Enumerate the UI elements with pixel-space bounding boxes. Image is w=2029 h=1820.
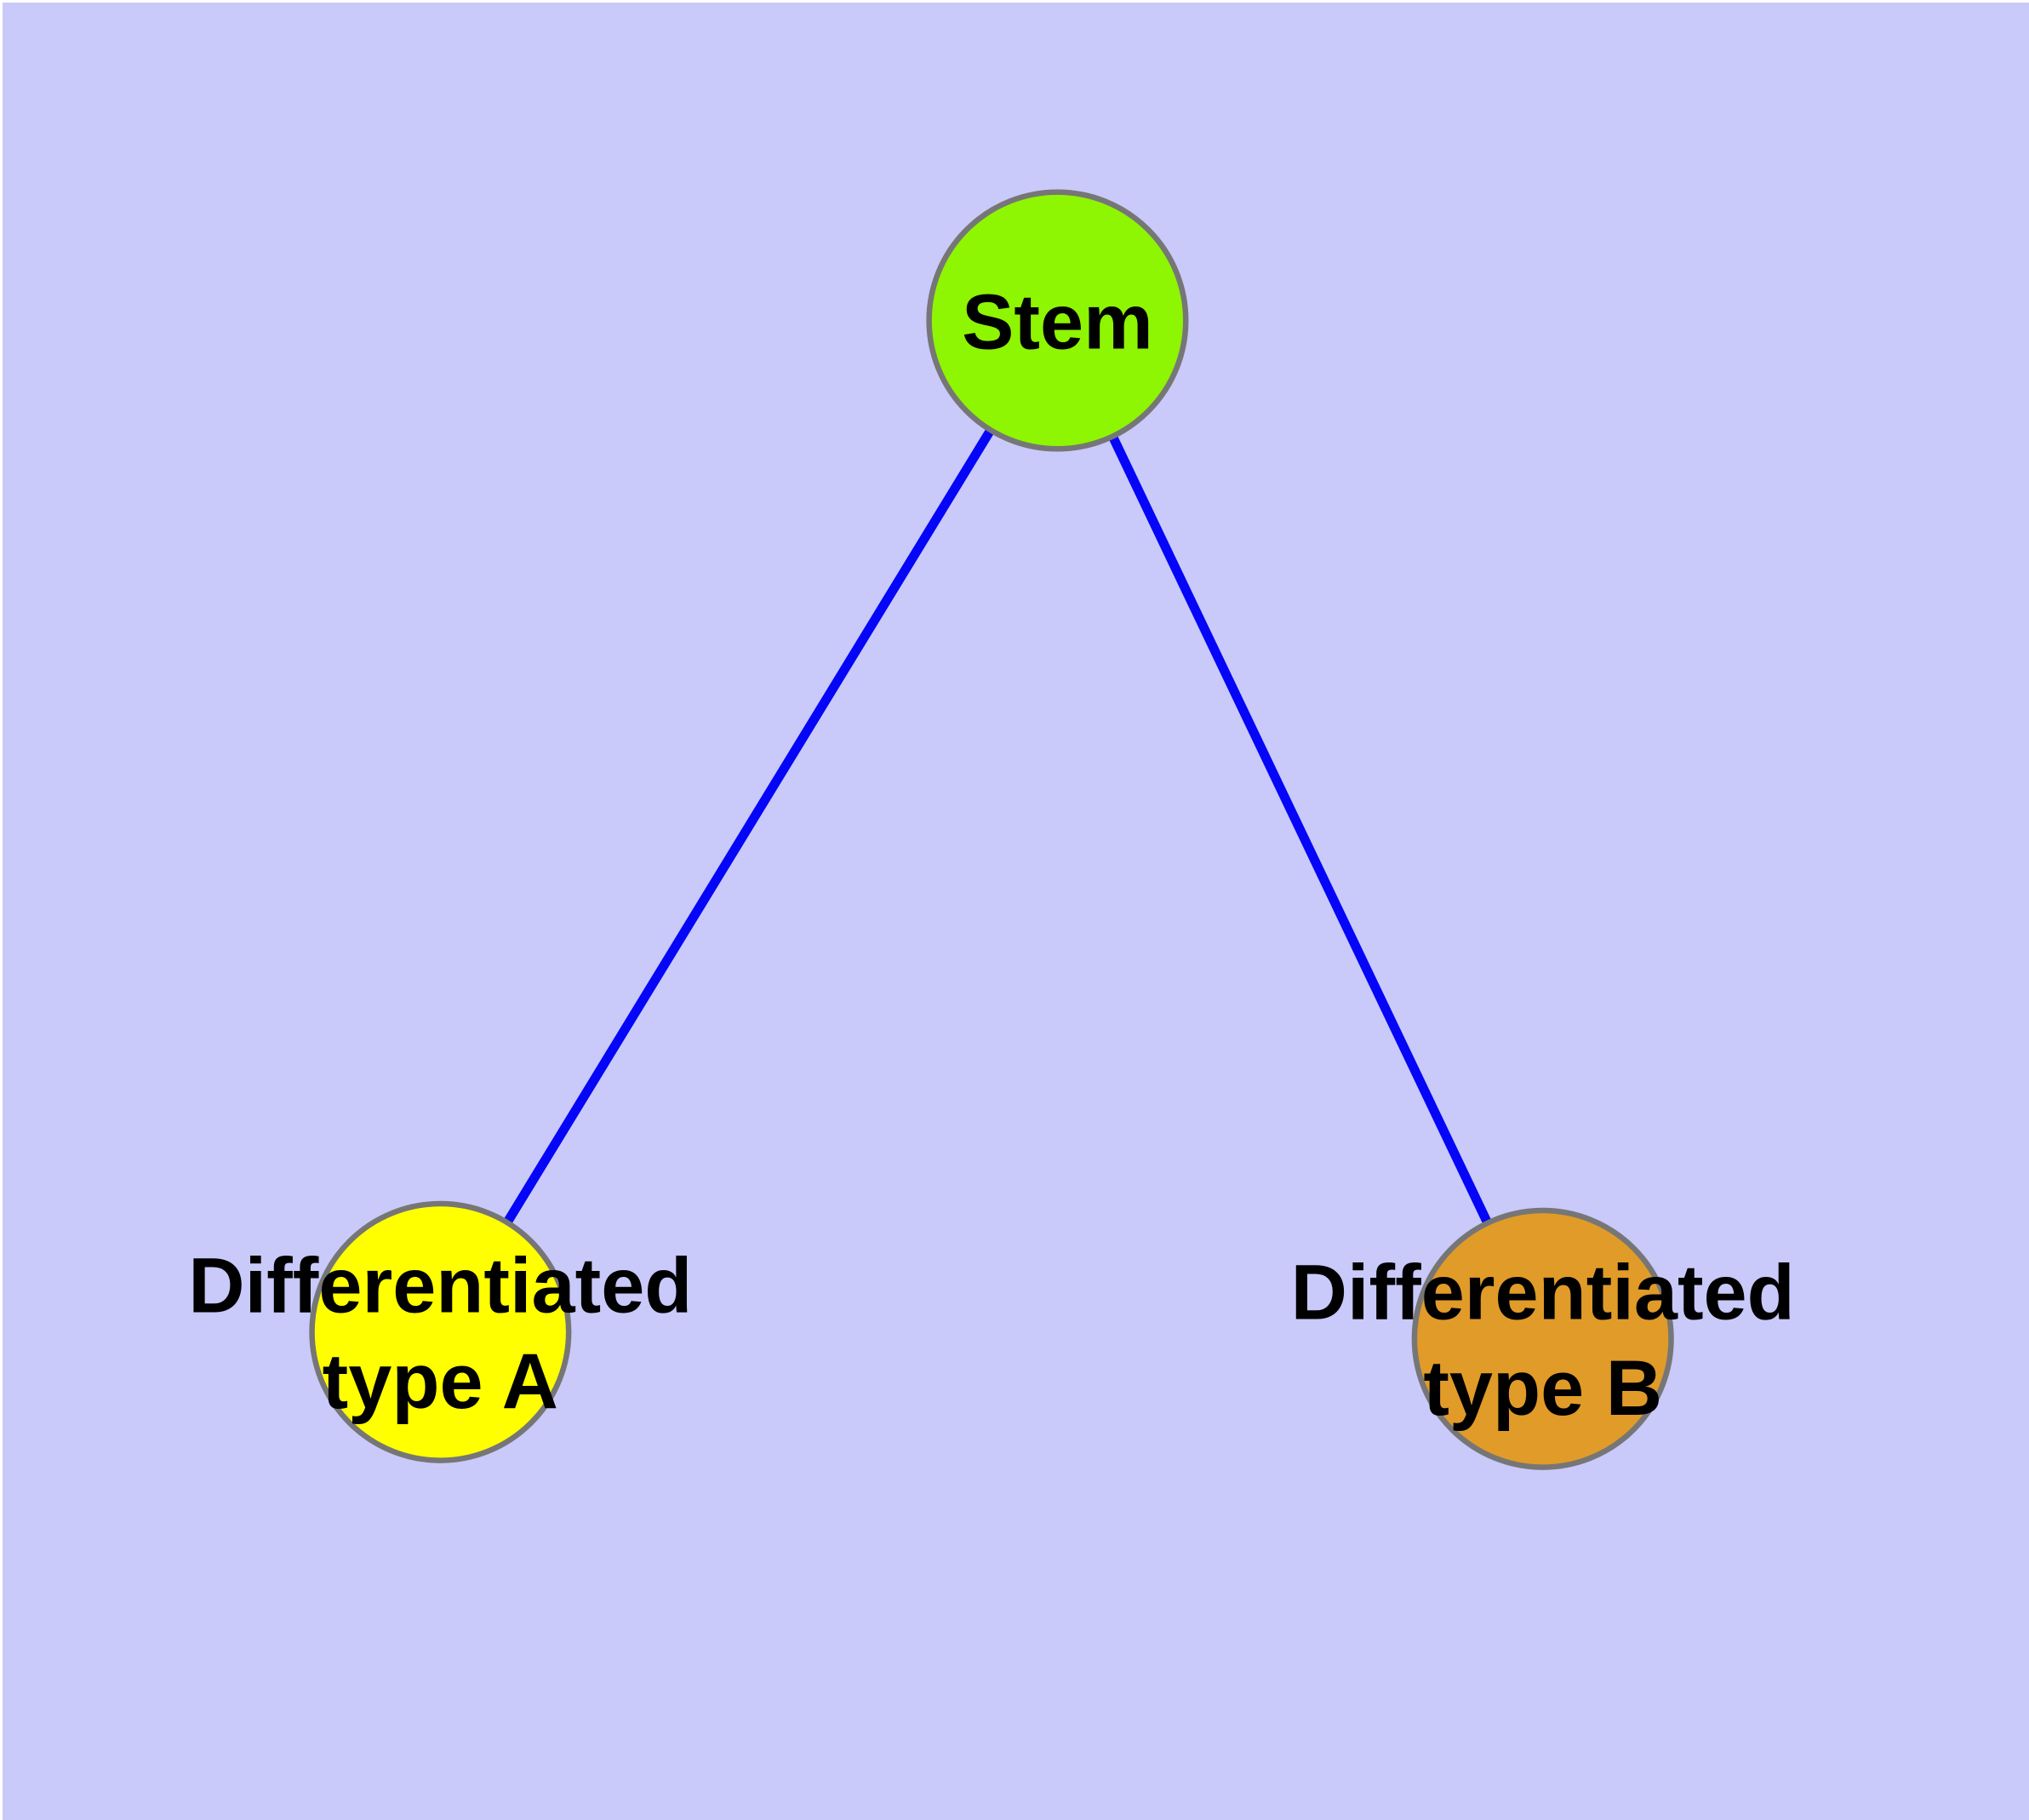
node-label-stem: Stem — [962, 278, 1153, 365]
node-label-diff-a: Differentiated type A — [188, 1242, 692, 1425]
edge-stem-diff-b — [1053, 318, 1547, 1342]
node-diff-b — [1411, 1207, 1674, 1470]
node-diff-a — [309, 1200, 572, 1463]
node-stem — [926, 189, 1189, 452]
node-label-line: type B — [1423, 1345, 1662, 1432]
node-label-line: type A — [323, 1338, 558, 1425]
edges-layer — [436, 318, 1547, 1342]
node-label-line: Differentiated — [188, 1242, 692, 1329]
node-label-line: Differentiated — [1291, 1249, 1795, 1336]
node-label-line: Stem — [962, 278, 1153, 365]
node-label-diff-b: Differentiated type B — [1291, 1249, 1795, 1432]
nodes-layer — [309, 189, 1674, 1470]
edge-stem-diff-a — [436, 318, 1062, 1335]
